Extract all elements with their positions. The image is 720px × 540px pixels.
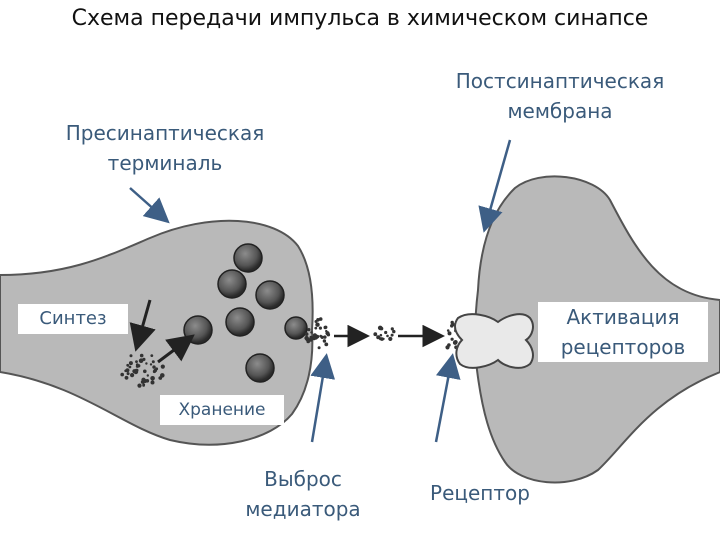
mediator-dot [307, 328, 311, 332]
mediator-dot [159, 376, 163, 380]
mediator-dot [143, 369, 147, 374]
mediator-dot [322, 339, 327, 343]
mediator-dot [317, 346, 321, 350]
vesicle [225, 307, 255, 337]
mediator-dot [160, 364, 165, 369]
mediator-dot [160, 373, 165, 378]
mediator-dot [450, 324, 454, 328]
pointer-release [310, 353, 336, 443]
mediator-dot [128, 365, 132, 369]
mediator-dot [124, 375, 129, 380]
synthesis-arrow [129, 299, 156, 352]
receptor-shape [454, 313, 534, 369]
mediator-dot [142, 384, 145, 387]
mediator-dot [452, 340, 458, 345]
mediator-dot [125, 368, 130, 373]
mediator-dot [146, 374, 149, 377]
mediator-dot [316, 318, 320, 322]
mediator-dot [373, 332, 378, 337]
mediator-dot [134, 368, 138, 372]
mediator-dot [318, 317, 323, 321]
mediator-dot [320, 335, 324, 339]
mediator-dot [450, 320, 454, 325]
mediator-dot [141, 377, 146, 382]
mediator-dot [384, 330, 388, 335]
mediator-dot [130, 373, 135, 378]
mediator-dot [318, 326, 322, 330]
label-activation: Активация рецепторов [538, 302, 708, 362]
mediator-dot [392, 329, 396, 334]
label-storage: Хранение [160, 395, 284, 425]
mediator-dot [126, 363, 130, 367]
mediator-dot [377, 325, 383, 331]
mediator-dot [379, 333, 383, 337]
storage-arrow [157, 334, 195, 364]
mediator-dot [314, 326, 318, 330]
vesicle [245, 353, 275, 383]
vesicle [233, 243, 263, 273]
mediator-dot [390, 333, 394, 337]
mediator-dot [446, 329, 450, 332]
mediator-dot [151, 360, 155, 364]
mediator-dot [137, 383, 142, 388]
mediator-dot [390, 327, 394, 331]
mediator-dot [138, 358, 144, 364]
pointer-receptor [434, 353, 461, 443]
mediator-dot [150, 376, 155, 381]
mediator-dot [312, 336, 316, 341]
mediator-dot [324, 342, 329, 347]
mediator-dot [315, 322, 320, 327]
mediator-dots [304, 317, 460, 350]
mediator-dot [323, 335, 327, 339]
label-synthesis: Синтез [18, 304, 128, 334]
label-postsynaptic: Постсинаптическая мембрана [455, 69, 665, 123]
mediator-dot [150, 354, 154, 357]
mediator-dot [128, 361, 133, 366]
vesicle [255, 280, 285, 310]
mediator-dot [326, 331, 330, 335]
label-presynaptic: Пресинаптическая терминаль [65, 121, 265, 175]
mediator-dot [447, 331, 452, 336]
mediator-dot [150, 380, 155, 385]
mediator-dot [386, 334, 389, 338]
pointer-presynaptic [129, 187, 170, 224]
vesicle-fused [284, 316, 308, 340]
synthesis-dots [120, 353, 165, 388]
label-receptor: Рецептор [430, 481, 530, 505]
mediator-dot [306, 339, 311, 344]
mediator-dot [450, 337, 454, 341]
mediator-dot [382, 337, 385, 341]
mediator-dot [135, 364, 139, 368]
mediator-dot [126, 372, 130, 376]
mediator-dot [149, 363, 153, 366]
mediator-dot [153, 368, 157, 373]
mediator-dot [129, 354, 133, 358]
mediator-dot [445, 345, 450, 350]
vesicle [217, 269, 247, 299]
mediator-dot [379, 337, 383, 341]
mediator-dot [145, 362, 148, 365]
mediator-dot [135, 360, 138, 363]
mediator-dot [304, 332, 309, 336]
mediator-dot [139, 353, 144, 358]
label-release: Выброс медиатора [245, 467, 361, 521]
diagram-title: Схема передачи импульса в химическом син… [71, 6, 649, 31]
mediator-dot [310, 331, 313, 334]
mediator-dot [325, 329, 328, 333]
mediator-dot [388, 336, 393, 341]
pointer-postsynaptic [478, 139, 512, 233]
mediator-dot [120, 372, 124, 377]
mediator-dot [152, 365, 156, 369]
mediator-dot [324, 325, 328, 329]
